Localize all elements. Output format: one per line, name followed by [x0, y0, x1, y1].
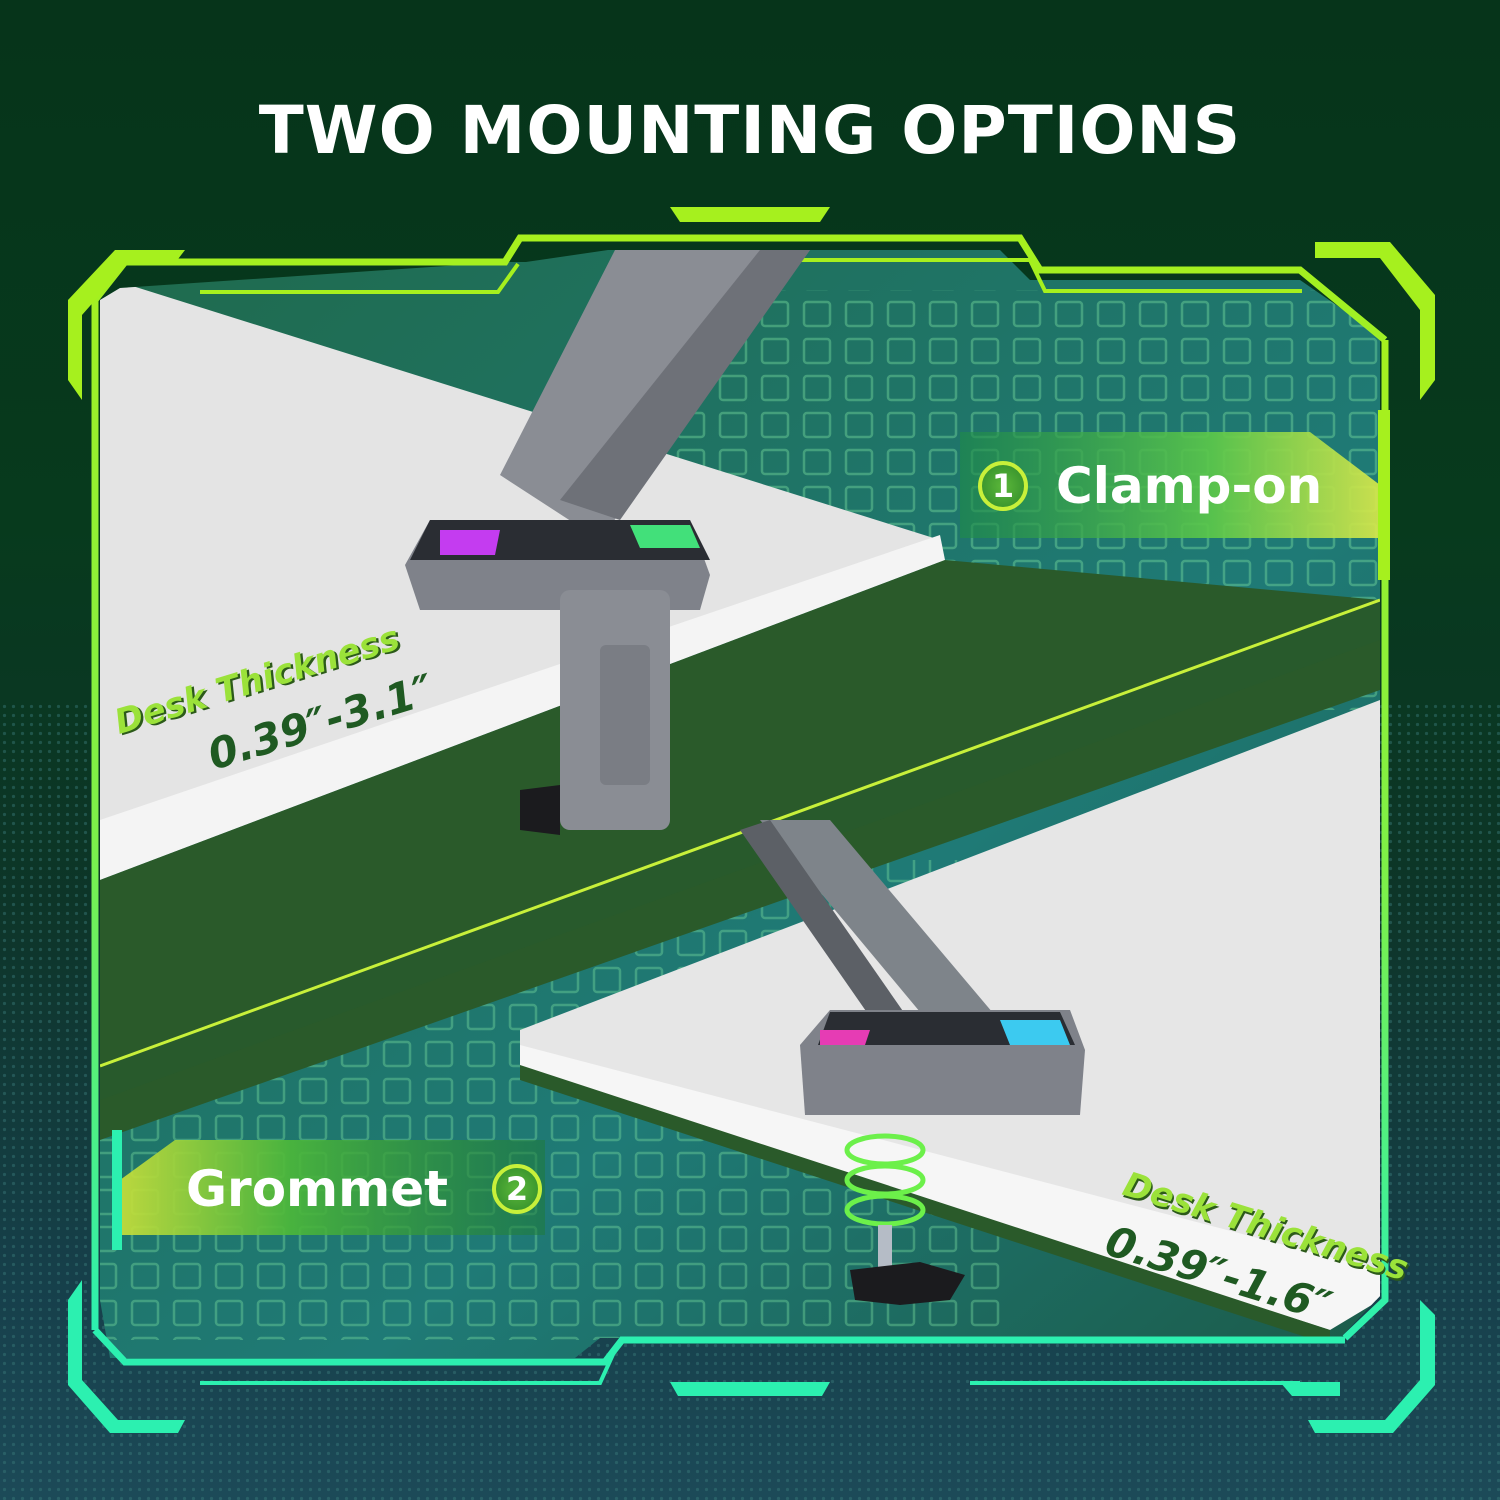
numbered-circle-icon: 2 [492, 1164, 543, 1214]
option-label: Clamp-on [1056, 457, 1323, 515]
numbered-circle-icon: 1 [978, 461, 1028, 511]
option-label: Grommet [186, 1160, 449, 1218]
grommet-mount-product-icon [740, 820, 1085, 1305]
clamp-mount-product-icon [405, 250, 810, 835]
option-tag-grommet: Grommet 2 [186, 1160, 543, 1218]
page-title: TWO MOUNTING OPTIONS [258, 92, 1242, 169]
option-tag-clamp-on: 1 Clamp-on [978, 457, 1322, 515]
